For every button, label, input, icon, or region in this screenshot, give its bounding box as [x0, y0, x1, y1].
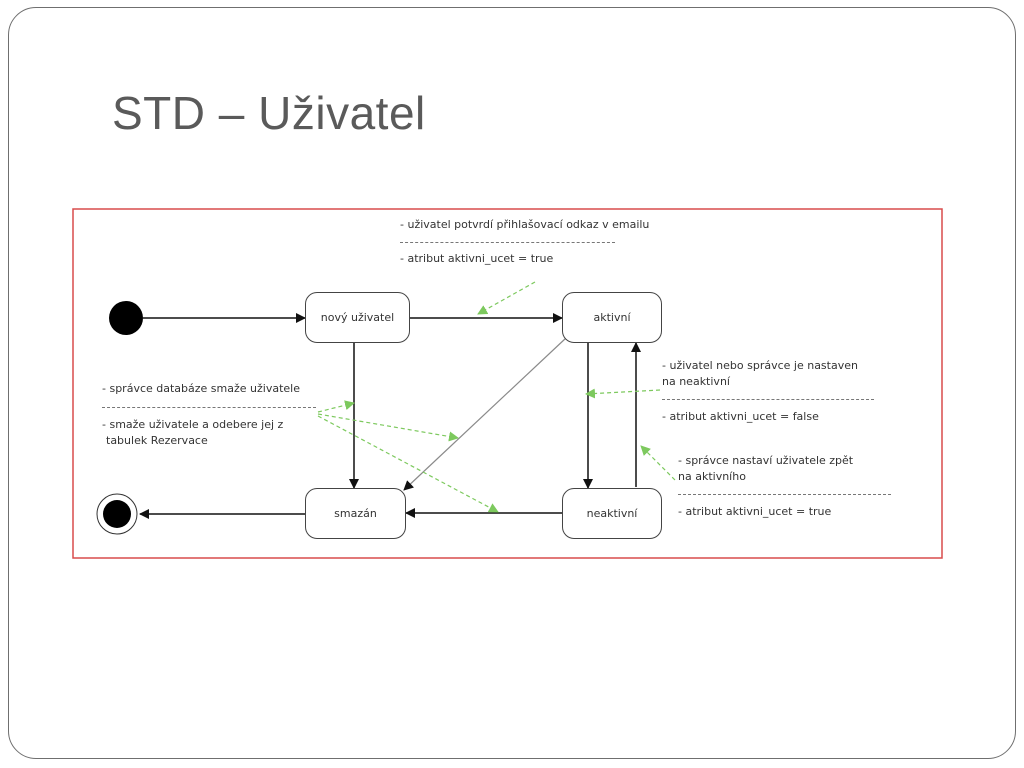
note-link-delete-2 [317, 413, 459, 442]
slide-title: STD – Uživatel [112, 87, 426, 139]
state-new-user: nový uživatel [305, 292, 410, 343]
note-confirm-line2: - atribut aktivni_ucet = true [400, 252, 554, 265]
initial-state-dot [109, 301, 143, 335]
note-delete-line1: - správce databáze smaže uživatele [102, 382, 300, 395]
note-delete-line3: tabulek Rezervace [106, 434, 208, 447]
note-link-confirm [477, 281, 536, 315]
note-link-delete-3 [317, 415, 499, 513]
state-deleted: smazán [305, 488, 406, 539]
note-deactivate-line2: na neaktivní [662, 375, 730, 388]
note-confirm-separator [400, 242, 615, 243]
note-reactivate-line3: - atribut aktivni_ucet = true [678, 505, 832, 518]
note-deactivate-separator [662, 399, 874, 400]
transition-active-to-deleted [403, 337, 567, 491]
note-deactivate-line3: - atribut aktivni_ucet = false [662, 410, 819, 423]
note-reactivate-separator [678, 494, 891, 495]
note-reactivate-line2: na aktivního [678, 470, 746, 483]
final-state-dot [103, 500, 131, 528]
state-active: aktivní [562, 292, 662, 343]
state-new-user-label: nový uživatel [320, 311, 395, 324]
note-link-reactivate [640, 445, 676, 481]
note-delete-line2: - smaže uživatele a odebere jej z [102, 418, 284, 431]
state-deleted-label: smazán [334, 507, 377, 520]
note-delete-separator [102, 407, 316, 408]
note-link-delete-1 [317, 400, 355, 413]
note-reactivate-line1: - správce nastaví uživatele zpět [678, 454, 854, 467]
note-confirm-line1: - uživatel potvrdí přihlašovací odkaz v … [400, 218, 650, 231]
diagram-border [72, 208, 943, 559]
state-inactive: neaktivní [562, 488, 662, 539]
note-link-deactivate [585, 388, 661, 399]
state-inactive-label: neaktivní [586, 507, 638, 520]
note-deactivate-line1: - uživatel nebo správce je nastaven [662, 359, 858, 372]
state-active-label: aktivní [593, 311, 631, 324]
